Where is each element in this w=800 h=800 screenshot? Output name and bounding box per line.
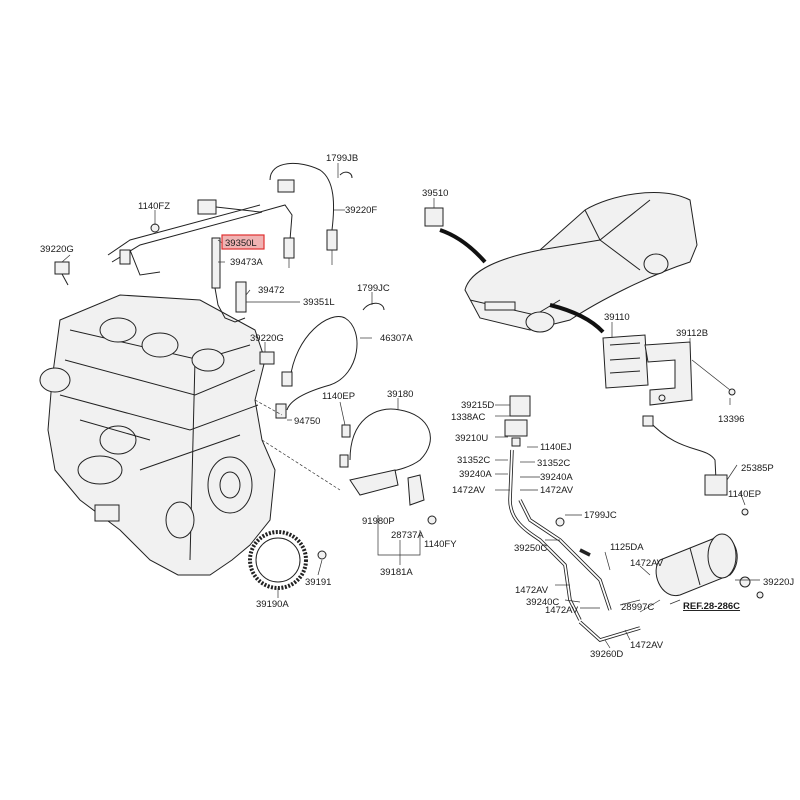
label-1472av-2: 1472AV — [540, 485, 574, 496]
sensor-39220g-left — [54, 261, 70, 286]
label-1125da: 1125DA — [610, 542, 644, 553]
label-31352c-left: 31352C — [457, 455, 490, 466]
label-39350l: 39350L — [225, 238, 257, 249]
label-39240a-left: 39240A — [459, 469, 492, 480]
label-1140ej: 1140EJ — [540, 442, 572, 453]
module-39510 — [424, 207, 444, 227]
label-31352c-right: 31352C — [537, 458, 570, 469]
label-25385p: 25385P — [741, 463, 774, 474]
label-1140fz: 1140FZ — [138, 201, 170, 212]
ecu-39110 — [602, 334, 649, 389]
label-91980p: 91980P — [362, 516, 395, 527]
evap-leaders — [495, 404, 760, 649]
harness-25385p — [642, 415, 749, 516]
oxygen-sensor-harness — [107, 162, 353, 276]
label-39240a-right: 39240A — [540, 472, 573, 483]
label-1799jc-top: 1799JC — [357, 283, 390, 294]
label-39250c: 39250C — [514, 543, 547, 554]
purge-valve-assembly — [504, 395, 531, 447]
label-39210u: 39210U — [455, 433, 488, 444]
labels: 1799JB 1140FZ 39220F 39350L 39220G 39473… — [40, 153, 794, 660]
label-39181a: 39181A — [380, 567, 413, 578]
label-1472av-3: 1472AV — [630, 558, 664, 569]
label-1472av-5: 1472AV — [545, 605, 579, 616]
label-39510: 39510 — [422, 188, 448, 199]
label-1140ep-center: 1140EP — [322, 391, 355, 402]
label-1472av-6: 1472AV — [630, 640, 664, 651]
label-39260d: 39260D — [590, 649, 623, 660]
highlight-box-39350l — [221, 234, 265, 250]
sensor-39220g-center — [259, 351, 275, 365]
label-39220j: 39220J — [763, 577, 794, 588]
label-1799jc-bottom: 1799JC — [584, 510, 617, 521]
label-39191: 39191 — [305, 577, 331, 588]
cable-46307a — [275, 316, 358, 419]
label-28997c: 28997C — [621, 602, 654, 613]
label-39351l: 39351L — [303, 297, 335, 308]
engine-block — [39, 294, 276, 576]
label-39215d: 39215D — [461, 400, 494, 411]
bracket-39112b — [644, 341, 736, 406]
label-1472av-1: 1472AV — [452, 485, 486, 496]
label-39220g-left: 39220G — [40, 244, 74, 255]
label-39220f: 39220F — [345, 205, 377, 216]
label-13396: 13396 — [718, 414, 744, 425]
label-ref-28-286c: REF.28-286C — [683, 601, 740, 612]
label-28737a: 28737A — [391, 530, 424, 541]
label-1140fy: 1140FY — [424, 539, 457, 550]
label-39473a: 39473A — [230, 257, 263, 268]
canister — [639, 533, 764, 613]
label-39112b: 39112B — [676, 328, 708, 339]
cable-39180 — [339, 408, 437, 525]
engine-leaders — [61, 163, 746, 576]
label-39240c: 39240C — [526, 597, 559, 608]
label-39110: 39110 — [604, 312, 630, 323]
label-39180: 39180 — [387, 389, 413, 400]
knock-sensor-stem — [211, 237, 247, 323]
ring-gear — [248, 530, 308, 590]
label-1799jb: 1799JB — [326, 153, 358, 164]
label-39190a: 39190A — [256, 599, 289, 610]
clips — [150, 223, 385, 560]
label-39220g-center: 39220G — [250, 333, 284, 344]
label-94750: 94750 — [294, 416, 320, 427]
label-46307a: 46307A — [380, 333, 413, 344]
label-1140ep-right: 1140EP — [728, 489, 761, 500]
car-illustration — [464, 192, 698, 333]
label-1472av-4: 1472AV — [515, 585, 549, 596]
label-39472: 39472 — [258, 285, 284, 296]
label-1338ac: 1338AC — [451, 412, 485, 423]
